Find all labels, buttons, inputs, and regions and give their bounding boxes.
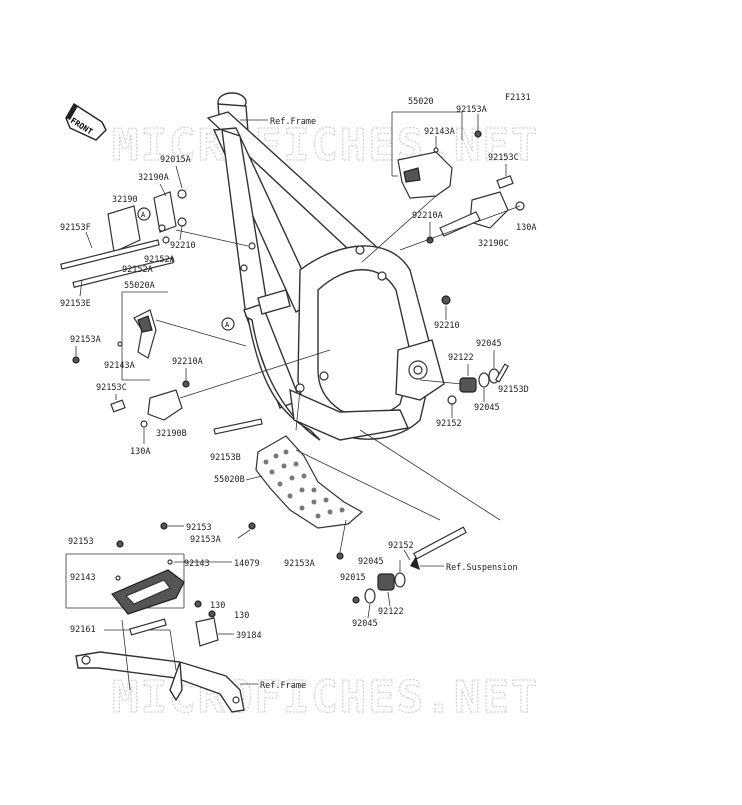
label-92015A: 92015A — [160, 155, 191, 165]
chain-guard-55020 — [397, 151, 453, 199]
label-92153D: 92153D — [498, 385, 529, 395]
label-130A-right: 130A — [516, 223, 536, 233]
label-92045-b: 92045 — [474, 403, 500, 413]
label-92153B: 92153B — [210, 453, 241, 463]
callout-a-top-letter: A — [141, 211, 146, 219]
label-32190A: 32190A — [138, 173, 169, 183]
label-92122-b: 92122 — [378, 607, 404, 617]
watermark-top: MICROFICHES.NET — [112, 120, 539, 171]
label-92210A-left: 92210A — [172, 357, 203, 367]
label-92153C-left: 92153C — [96, 383, 127, 393]
label-14079: 14079 — [234, 559, 260, 569]
label-92152-b: 92152 — [388, 541, 414, 551]
label-55020: 55020 — [408, 97, 434, 107]
label-55020A: 55020A — [124, 281, 155, 291]
label-92152A-b: 92152A — [122, 265, 153, 275]
label-32190B: 32190B — [156, 429, 187, 439]
label-92210-left: 92210 — [170, 241, 196, 251]
label-92143-b: 92143 — [184, 559, 210, 569]
label-92153E: 92153E — [60, 299, 91, 309]
lower-frame-rail — [75, 651, 245, 713]
bushing-92122-b — [352, 572, 406, 604]
label-92045-d: 92045 — [352, 619, 378, 629]
label-92161: 92161 — [70, 625, 96, 635]
pivot-shaft-92152 — [410, 526, 467, 570]
label-92153A-plate: 92153A — [190, 535, 221, 545]
label-92153A-top: 92153A — [456, 105, 487, 115]
label-92153-b: 92153 — [186, 523, 212, 533]
engine-mount-32190 — [60, 189, 187, 288]
label-92153F: 92153F — [60, 223, 91, 233]
figure-code: F2131 — [505, 93, 531, 103]
label-92153-a: 92153 — [68, 537, 94, 547]
label-92143A-left: 92143A — [104, 361, 135, 371]
label-92153A-left: 92153A — [70, 335, 101, 345]
label-130A-left: 130A — [130, 447, 150, 457]
ref-frame-bottom: Ref.Frame — [260, 681, 306, 691]
label-92153C-right: 92153C — [488, 153, 519, 163]
label-92143A-top: 92143A — [424, 127, 455, 137]
label-92152A: 92152A — [144, 255, 175, 265]
main-frame-drawing — [206, 92, 445, 441]
label-92143-a: 92143 — [70, 573, 96, 583]
label-92122-a: 92122 — [448, 353, 474, 363]
label-92210A-right: 92210A — [412, 211, 443, 221]
label-130-b: 130 — [234, 611, 249, 621]
label-92045-a: 92045 — [476, 339, 502, 349]
label-32190C: 32190C — [478, 239, 509, 249]
guard-55020A — [133, 309, 157, 359]
linkage-guard-14079 — [111, 569, 185, 615]
label-92015: 92015 — [340, 573, 366, 583]
label-92152-a: 92152 — [436, 419, 462, 429]
front-arrow-icon — [65, 103, 107, 141]
label-55020B: 55020B — [214, 475, 245, 485]
label-130-a: 130 — [210, 601, 225, 611]
label-92045-c: 92045 — [358, 557, 384, 567]
ref-suspension: Ref.Suspension — [446, 563, 518, 573]
bushing-92122-a — [459, 363, 510, 393]
label-92210-right: 92210 — [434, 321, 460, 331]
callout-a-frame-letter: A — [225, 321, 230, 329]
skid-plate-55020B — [255, 435, 364, 529]
ref-frame-top: Ref.Frame — [270, 117, 316, 127]
label-92153A-bottom: 92153A — [284, 559, 315, 569]
label-32190: 32190 — [112, 195, 138, 205]
label-39184: 39184 — [236, 631, 262, 641]
